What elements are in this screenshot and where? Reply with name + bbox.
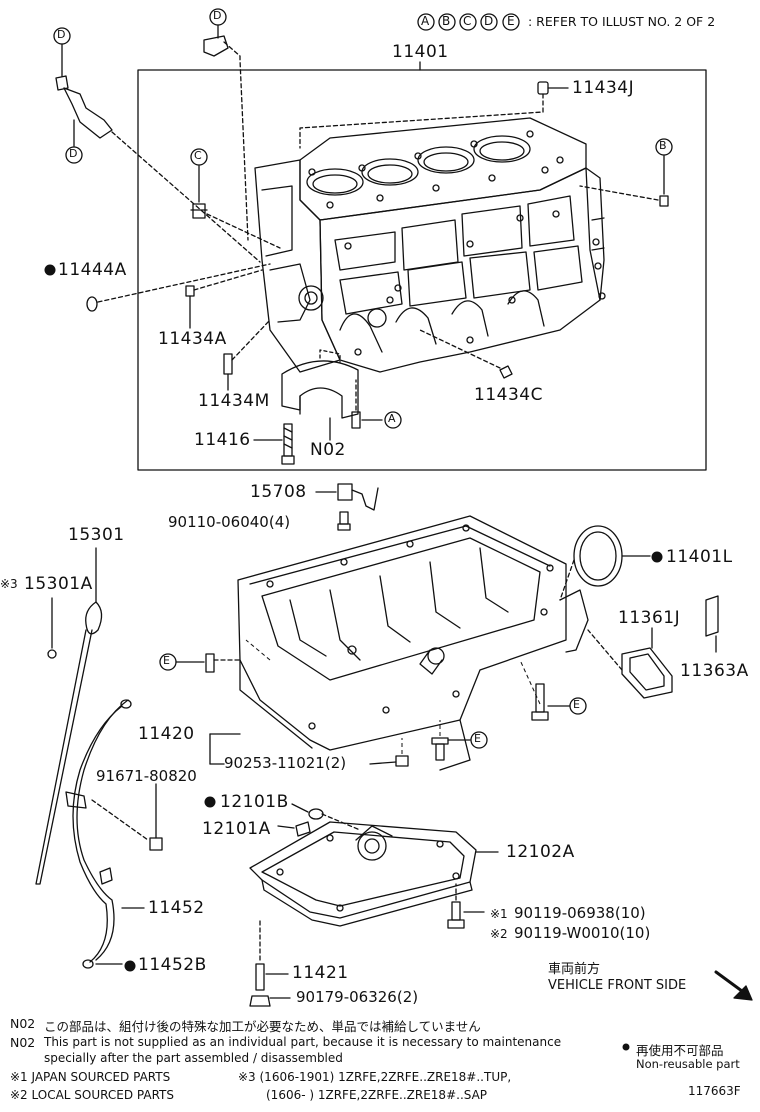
part-11420[interactable]: 11420: [138, 724, 195, 744]
note-n02-jp-text: この部品は、組付け後の特殊な加工が必要なため、単品では補給していません: [44, 1019, 481, 1034]
part-15301A-mark: ※3: [0, 577, 18, 591]
header-ref-text: : REFER TO ILLUST NO. 2 OF 2: [528, 14, 716, 29]
part-11361J[interactable]: 11361J: [618, 608, 681, 628]
part-11434A[interactable]: 11434A: [158, 329, 227, 349]
source-local: ※2 LOCAL SOURCED PARTS: [10, 1088, 174, 1102]
part-12101A[interactable]: 12101A: [202, 819, 271, 839]
header-ref-letter-b: B: [442, 14, 451, 28]
block-group-frame: [137, 69, 707, 471]
retainer-cover-drawing: [621, 647, 673, 699]
cylinder-block-drawing: [254, 117, 606, 373]
part-11416[interactable]: 11416: [194, 430, 251, 450]
figure-number: 117663F: [688, 1084, 741, 1098]
callout-d-left-bottom: D: [69, 147, 78, 160]
front-arrow-icon: [733, 985, 753, 1001]
crankcase-drawing: [237, 515, 589, 771]
part-90119-W0010[interactable]: 90119-W0010(10): [514, 924, 651, 942]
bearing-cap-drawing: [281, 360, 359, 419]
note-n02-en-line2: specially after the part assembled / dis…: [44, 1051, 343, 1065]
header-ref-letter-d: D: [484, 14, 494, 28]
note-n02-en-line1: This part is not supplied as an individu…: [44, 1035, 562, 1049]
part-90119-b-mark: ※2: [490, 927, 508, 941]
callout-e-right: E: [573, 698, 580, 711]
part-91671-80820[interactable]: 91671-80820: [96, 767, 197, 785]
part-90110-06040[interactable]: 90110-06040(4): [168, 513, 291, 531]
part-15301[interactable]: 15301: [68, 525, 125, 545]
part-11434C[interactable]: 11434C: [474, 385, 543, 405]
legend-non-reusable-jp: 再使用不可部品: [636, 1043, 724, 1058]
part-11434J[interactable]: 11434J: [572, 78, 635, 98]
legend-non-reusable-en: Non-reusable part: [636, 1057, 740, 1071]
part-11444A[interactable]: 11444A: [58, 260, 127, 280]
callout-b: B: [659, 139, 667, 152]
part-11421[interactable]: 11421: [292, 963, 349, 983]
header-callout-circles: [417, 13, 520, 31]
header-ref-letter-e: E: [507, 14, 515, 28]
source-tup: ※3 (1606-1901) 1ZRFE,2ZRFE..ZRE18#..TUP,: [238, 1070, 512, 1084]
part-15708[interactable]: 15708: [250, 482, 307, 502]
callout-a: A: [388, 412, 396, 425]
callout-d-top: D: [213, 9, 222, 22]
part-12101B[interactable]: 12101B: [220, 792, 289, 812]
callout-e-center: E: [474, 732, 481, 745]
part-12102A[interactable]: 12102A: [506, 842, 575, 862]
part-N02[interactable]: N02: [310, 440, 346, 460]
part-11452B[interactable]: 11452B: [138, 955, 207, 975]
source-japan: ※1 JAPAN SOURCED PARTS: [10, 1070, 171, 1084]
part-15301A[interactable]: 15301A: [24, 574, 93, 594]
part-90119-a-mark: ※1: [490, 907, 508, 921]
note-n02-en-code: N02: [10, 1035, 36, 1050]
part-11401[interactable]: 11401: [392, 42, 449, 62]
front-side-en: VEHICLE FRONT SIDE: [548, 978, 687, 993]
part-90253-11021[interactable]: 90253-11021(2): [224, 754, 347, 772]
callout-c: C: [194, 149, 202, 162]
source-sap: (1606- ) 1ZRFE,2ZRFE..ZRE18#..SAP: [266, 1088, 488, 1102]
callout-d-left-top: D: [57, 28, 66, 41]
header-ref-letter-a: A: [421, 14, 430, 28]
oil-pan-drawing: [249, 821, 477, 919]
header-ref-letter-c: C: [463, 14, 472, 28]
part-90119-06938[interactable]: 90119-06938(10): [514, 904, 646, 922]
part-11363A[interactable]: 11363A: [680, 661, 749, 681]
callout-e-left: E: [163, 654, 170, 667]
part-90179-06326[interactable]: 90179-06326(2): [296, 988, 419, 1006]
note-n02-jp-code: N02: [10, 1016, 36, 1031]
front-side-jp: 車両前方: [548, 962, 601, 977]
part-11401L[interactable]: 11401L: [666, 547, 733, 567]
part-11452[interactable]: 11452: [148, 898, 205, 918]
part-11434M[interactable]: 11434M: [198, 391, 270, 411]
